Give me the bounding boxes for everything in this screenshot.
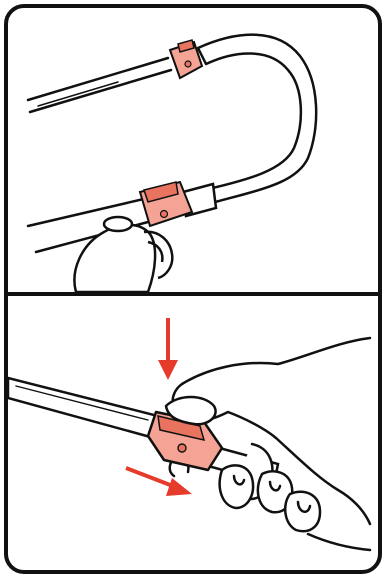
step-1-panel (8, 8, 378, 292)
canopy-bracket (74, 217, 172, 292)
lower-clip (140, 182, 192, 226)
handle-frame-illustration (8, 8, 378, 292)
upper-rod (28, 58, 171, 112)
hand-press-illustration (8, 298, 378, 570)
press-down-arrow (158, 318, 178, 380)
panel-divider (8, 292, 378, 296)
illustration-frame (4, 4, 382, 574)
step-2-panel (8, 298, 378, 570)
handle-bar-curve (198, 35, 316, 204)
upper-clip (170, 40, 202, 78)
